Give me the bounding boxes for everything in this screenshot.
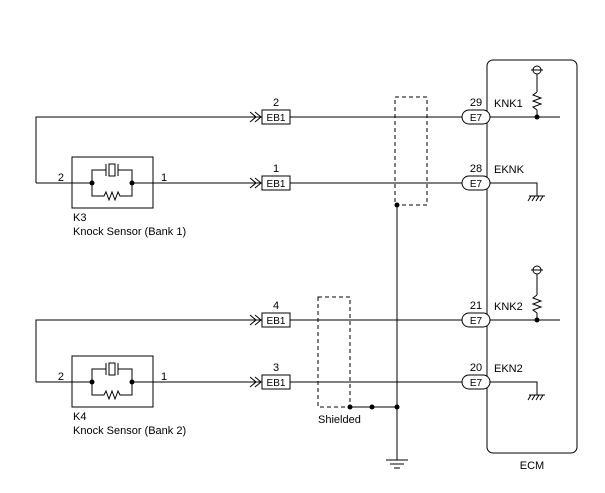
eb1-pin-4: 4 bbox=[273, 300, 279, 312]
k3-id: K3 bbox=[73, 212, 86, 224]
ecm-pin-20: E7 20 EKN2 bbox=[461, 362, 523, 390]
shield-label: Shielded bbox=[318, 414, 361, 426]
ecm-pin-21: E7 21 KNK2 bbox=[461, 300, 523, 328]
svg-text:E7: E7 bbox=[470, 179, 483, 190]
eb1-pin-2: 2 bbox=[273, 97, 279, 109]
ecm-knk2-pullup bbox=[531, 265, 543, 323]
k4-pin-right: 1 bbox=[161, 371, 167, 383]
knock-sensor-k4 bbox=[71, 355, 154, 408]
svg-text:KNK1: KNK1 bbox=[494, 98, 523, 110]
ecm-pin-28: E7 28 EKNK bbox=[461, 163, 525, 191]
svg-text:21: 21 bbox=[470, 300, 482, 312]
k4-name: Knock Sensor (Bank 2) bbox=[73, 425, 186, 437]
eb1-label-1: EB1 bbox=[267, 113, 286, 124]
wire-knk2 bbox=[35, 319, 466, 382]
svg-text:E7: E7 bbox=[470, 378, 483, 389]
svg-text:E7: E7 bbox=[470, 316, 483, 327]
eb1-connector-pin1: EB1 1 bbox=[249, 163, 291, 191]
k3-name: Knock Sensor (Bank 1) bbox=[73, 226, 186, 238]
knock-sensor-k3 bbox=[71, 156, 154, 209]
ecm-label: ECM bbox=[520, 460, 544, 472]
ecm-eknk-ground-icon bbox=[490, 182, 545, 202]
ecm-box bbox=[486, 59, 578, 454]
k4-pin-left: 2 bbox=[58, 371, 64, 383]
svg-text:KNK2: KNK2 bbox=[494, 301, 523, 313]
eb1-label-4: EB1 bbox=[267, 378, 286, 389]
ground-icon bbox=[386, 459, 408, 469]
svg-text:EKNK: EKNK bbox=[494, 164, 525, 176]
svg-text:29: 29 bbox=[470, 97, 482, 109]
eb1-label-3: EB1 bbox=[267, 316, 286, 327]
k3-pin-right: 1 bbox=[161, 172, 167, 184]
wire-knk1 bbox=[35, 116, 466, 183]
ecm-knk1-pullup bbox=[531, 65, 543, 120]
k4-id: K4 bbox=[73, 411, 86, 423]
k3-pin-left: 2 bbox=[58, 172, 64, 184]
svg-text:20: 20 bbox=[470, 362, 482, 374]
svg-text:28: 28 bbox=[470, 163, 482, 175]
eb1-connector-pin3: EB1 3 bbox=[249, 362, 291, 390]
eb1-label-2: EB1 bbox=[267, 179, 286, 190]
shield-bank1 bbox=[394, 96, 428, 206]
ecm-pin-29: E7 29 KNK1 bbox=[461, 97, 523, 125]
svg-text:EKN2: EKN2 bbox=[494, 363, 523, 375]
eb1-pin-1: 1 bbox=[273, 163, 279, 175]
ecm-ekn2-ground-icon bbox=[490, 381, 545, 401]
eb1-connector-pin2: EB1 2 bbox=[249, 97, 291, 125]
svg-text:E7: E7 bbox=[470, 113, 483, 124]
eb1-connector-pin4: EB1 4 bbox=[249, 300, 291, 328]
eb1-pin-3: 3 bbox=[273, 362, 279, 374]
shield-bank2 bbox=[317, 296, 351, 408]
